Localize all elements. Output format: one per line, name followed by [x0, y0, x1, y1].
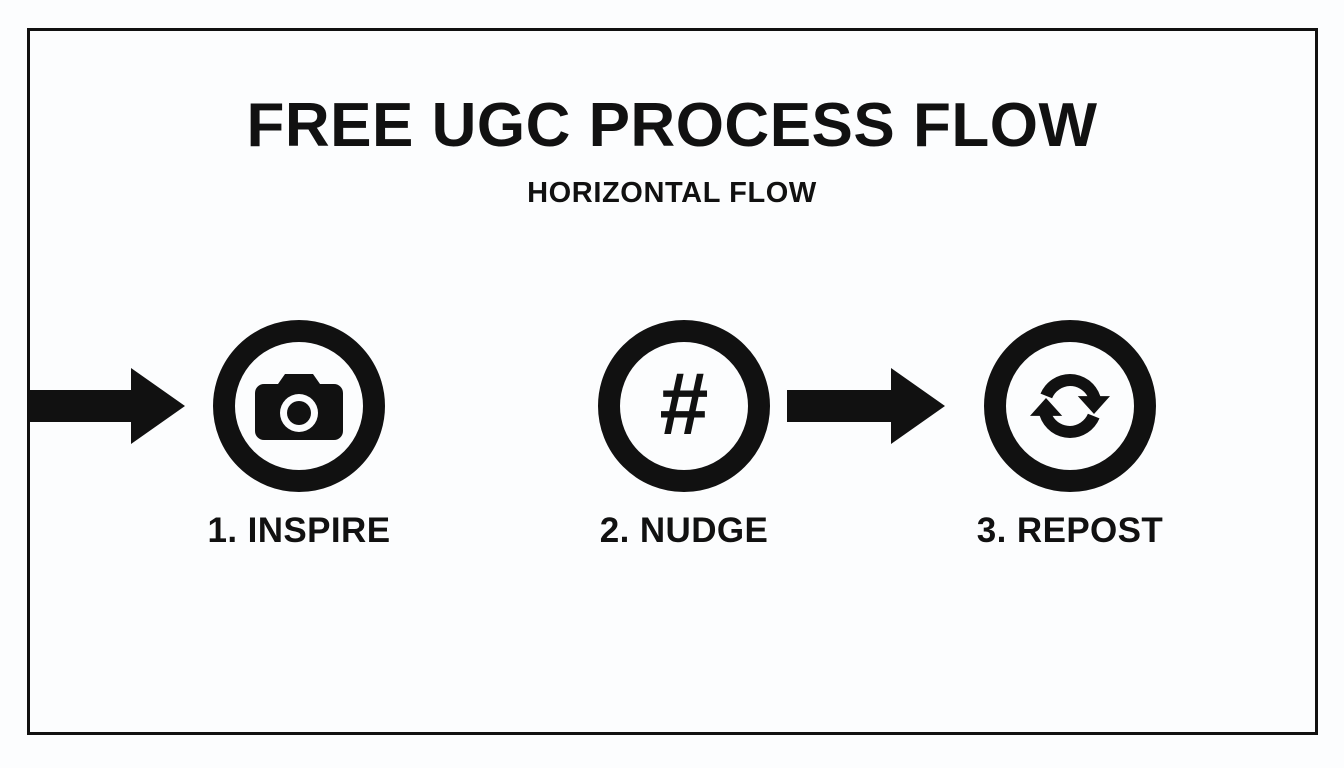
hashtag-glyph: #: [659, 354, 709, 453]
camera-icon: [235, 342, 363, 470]
page-subtitle: HORIZONTAL FLOW: [527, 177, 817, 209]
slide-border-frame: [27, 28, 1318, 735]
flow-step-icon-ring: #: [598, 320, 770, 492]
flow-step-nudge[interactable]: # 2. NUDGE: [559, 300, 809, 590]
flow-step-label: 1. INSPIRE: [207, 511, 391, 550]
arrow-right-icon: [787, 366, 945, 446]
process-flow-row: 1. INSPIRE # 2. NUDGE: [27, 300, 1318, 590]
flow-step-label: 2. NUDGE: [599, 511, 769, 550]
flow-step-inspire[interactable]: 1. INSPIRE: [174, 300, 424, 590]
flow-step-icon-ring: [984, 320, 1156, 492]
arrow-right-icon: [27, 366, 185, 446]
flow-step-repost[interactable]: 3. REPOST: [945, 300, 1195, 590]
flow-step-icon-ring: [213, 320, 385, 492]
page-title: FREE UGC PROCESS FLOW: [246, 91, 1098, 160]
repost-cycle-icon: [1006, 342, 1134, 470]
flow-step-label: 3. REPOST: [976, 511, 1164, 550]
hashtag-icon: #: [620, 342, 748, 470]
